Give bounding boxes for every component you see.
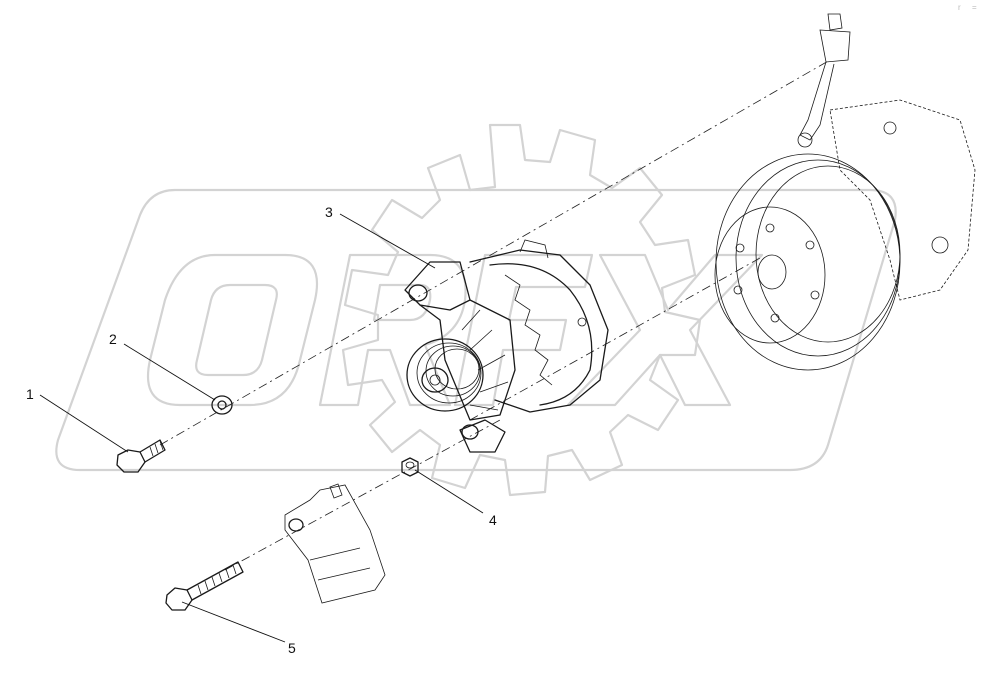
leader-5	[181, 601, 286, 643]
washer	[211, 395, 233, 415]
corner-mark-1: r	[958, 3, 961, 12]
bracket-edges	[309, 547, 371, 581]
terminal-stud	[577, 317, 587, 327]
rod-top-block	[819, 29, 851, 63]
spacer-body	[401, 457, 419, 477]
rod-body	[799, 61, 835, 141]
crank-pulley-groove-2	[755, 165, 901, 343]
hub-bolt-6	[735, 243, 745, 253]
axis-pulley	[469, 257, 761, 421]
cooling-fins	[504, 274, 553, 386]
watermark-frame	[55, 188, 897, 472]
hex-bolt-long	[165, 561, 244, 611]
callout-3: 3	[325, 204, 333, 220]
callout-1: 1	[26, 386, 34, 402]
bolt-thread-long	[197, 564, 237, 595]
engine-pulley-assembly	[714, 13, 976, 371]
watermark-text	[146, 253, 764, 407]
alternator-rear-cover	[489, 263, 593, 406]
alternator-pulley-outer	[406, 338, 484, 412]
watermark-logo	[55, 123, 897, 497]
callout-2: 2	[109, 331, 117, 347]
leader-3	[339, 213, 436, 269]
bolt-head-long	[165, 587, 193, 611]
bracket-bolt-a	[883, 121, 897, 135]
front-frame	[419, 299, 516, 421]
bracket-plate	[284, 484, 386, 604]
spacer	[401, 457, 419, 477]
axis-lower-bolt	[224, 419, 501, 571]
fan-blades	[461, 309, 509, 411]
rod-top-cap	[827, 13, 843, 31]
axis-upper-bolt	[159, 59, 831, 446]
upper-ear-hole	[408, 284, 428, 302]
assembly-axes	[159, 59, 831, 571]
crank-pulley-center	[757, 254, 787, 290]
bolt-shank-short	[139, 439, 166, 463]
watermark-gear	[341, 123, 702, 497]
lower-mounting-ear	[459, 419, 506, 453]
corner-mark-2: =	[972, 3, 977, 12]
hub-bolt-5	[733, 285, 743, 295]
spacer-hole	[405, 461, 415, 469]
hub-bolt-1	[765, 223, 775, 233]
lower-ear-hole	[461, 424, 479, 440]
bolt-thread-short	[149, 440, 164, 457]
leader-1	[39, 394, 129, 453]
leader-4	[414, 469, 484, 514]
callout-4: 4	[489, 512, 497, 528]
mount-bracket	[829, 99, 976, 301]
pulley-nut	[421, 367, 449, 393]
hub-bolt-4	[770, 313, 780, 323]
leader-2	[123, 343, 216, 401]
bracket-bolt-b	[931, 236, 949, 254]
crank-pulley-outer	[715, 153, 901, 371]
callout-5: 5	[288, 640, 296, 656]
bolt-head-short	[116, 449, 146, 473]
bracket-hole	[288, 518, 304, 532]
alternator-pulley-groove-3	[434, 348, 480, 390]
alternator-housing	[469, 249, 609, 413]
callouts: 1 2 3 4 5	[26, 204, 497, 656]
hex-bolt-short	[116, 439, 166, 473]
rod-eye	[797, 132, 813, 148]
alternator-pulley-groove-1	[416, 342, 482, 404]
pulley-shaft	[429, 374, 441, 386]
hub-bolt-3	[810, 290, 820, 300]
washer-hole	[217, 400, 227, 410]
hub-bolt-2	[805, 240, 815, 250]
bracket-tab	[329, 483, 343, 499]
alternator	[404, 239, 609, 453]
bolt-shank-long	[186, 561, 244, 601]
crank-pulley-hub	[714, 206, 826, 344]
washer-outer	[211, 395, 233, 415]
adjusting-bracket	[284, 483, 386, 604]
terminal-block	[519, 239, 549, 259]
